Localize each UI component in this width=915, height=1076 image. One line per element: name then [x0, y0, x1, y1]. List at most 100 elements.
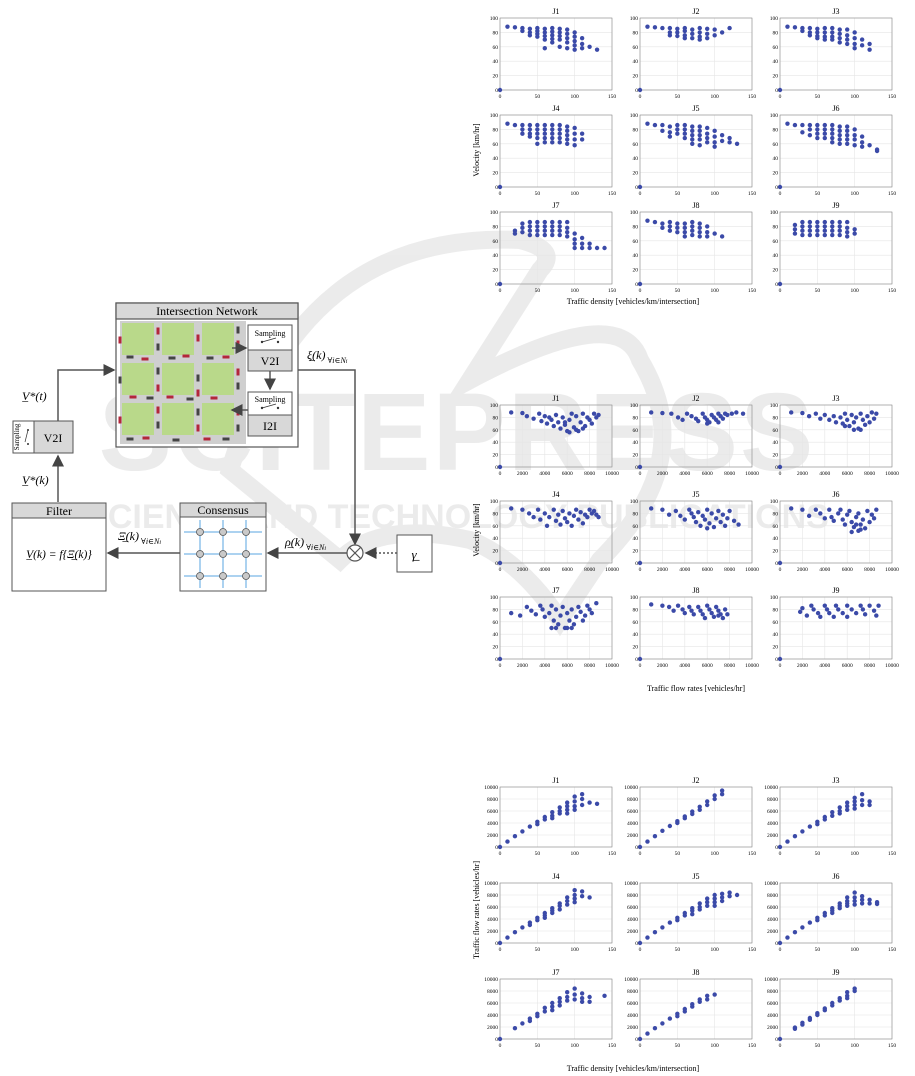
- consensus-node: [196, 572, 204, 580]
- data-point: [777, 940, 783, 946]
- data-point: [594, 601, 599, 606]
- x-tick-label: 0: [779, 288, 782, 294]
- y-tick-label: 60: [633, 620, 639, 626]
- x-tick-label: 0: [639, 947, 642, 953]
- y-tick-label: 2000: [627, 833, 638, 839]
- data-point: [667, 228, 673, 233]
- y-axis-label: Velocity [km/hr]: [472, 503, 481, 556]
- y-tick-label: 2000: [627, 929, 638, 935]
- data-point: [535, 232, 540, 238]
- y-tick-label: 0: [635, 1037, 638, 1043]
- data-point: [557, 999, 562, 1004]
- vehicle-icon: [141, 357, 149, 361]
- y-tick-label: 4000: [487, 1013, 498, 1019]
- vehicle-icon: [236, 368, 240, 376]
- data-point: [852, 132, 857, 138]
- data-point: [719, 30, 725, 35]
- x-tick-label: 2000: [657, 567, 668, 573]
- sampling-label-top: Sampling: [255, 329, 286, 338]
- y-tick-label: 0: [495, 657, 498, 663]
- y-tick-label: 100: [630, 499, 639, 505]
- data-point: [542, 131, 547, 136]
- data-point: [736, 522, 741, 527]
- data-point: [702, 517, 708, 522]
- panel-title: J4: [552, 872, 559, 881]
- data-point: [569, 523, 574, 528]
- data-point: [831, 614, 836, 620]
- data-point: [579, 235, 585, 241]
- x-tick-label: 150: [888, 1043, 897, 1049]
- data-point: [557, 30, 562, 35]
- data-point: [822, 219, 827, 225]
- data-point: [800, 130, 805, 135]
- x-tick-label: 50: [535, 851, 541, 857]
- y-tick-label: 80: [633, 607, 639, 613]
- x-tick-label: 50: [815, 947, 821, 953]
- data-point: [860, 607, 866, 612]
- data-point: [682, 225, 687, 231]
- data-point: [544, 523, 550, 528]
- data-point: [557, 131, 562, 136]
- data-point: [852, 137, 857, 142]
- data-point: [712, 796, 717, 802]
- data-point: [542, 30, 547, 35]
- x-tick-label: 6000: [842, 663, 853, 669]
- data-point: [660, 603, 665, 608]
- data-point: [822, 37, 827, 42]
- data-point: [822, 224, 827, 229]
- data-point: [573, 507, 579, 512]
- data-point: [858, 603, 863, 608]
- plot-frame: [499, 404, 613, 468]
- data-point: [637, 1036, 643, 1042]
- data-point: [565, 902, 570, 907]
- y-tick-label: 0: [495, 1037, 498, 1043]
- x-tick-label: 150: [608, 1043, 617, 1049]
- data-point: [565, 229, 570, 235]
- data-point: [557, 811, 562, 816]
- data-point: [707, 607, 712, 612]
- data-point: [852, 802, 857, 808]
- data-point: [535, 141, 540, 146]
- data-point: [652, 834, 658, 839]
- data-point: [550, 40, 555, 45]
- city-block: [162, 323, 194, 355]
- network-header: [115, 302, 299, 320]
- data-point: [800, 224, 805, 229]
- x-tick-label: 0: [779, 567, 782, 573]
- data-point: [797, 609, 803, 615]
- panel-title: J5: [692, 490, 699, 499]
- data-point: [553, 518, 559, 524]
- data-point: [847, 423, 852, 429]
- y-tick-label: 0: [635, 88, 638, 94]
- data-point: [867, 802, 872, 808]
- data-point: [851, 427, 857, 432]
- consensus-node: [196, 528, 204, 536]
- data-point: [720, 615, 726, 621]
- data-point: [682, 28, 687, 34]
- data-point: [667, 920, 673, 925]
- v2i-right-label: V2I: [261, 354, 280, 368]
- plot-frame: [499, 17, 613, 91]
- data-point: [862, 612, 868, 617]
- x-tick-label: 10000: [745, 567, 759, 573]
- data-point: [535, 135, 540, 141]
- data-point: [859, 798, 865, 803]
- data-point: [544, 421, 550, 426]
- y-tick-label: 0: [775, 185, 778, 191]
- data-point: [865, 413, 870, 419]
- data-point: [585, 603, 590, 608]
- y-tick-label: 4000: [767, 917, 778, 923]
- data-point: [777, 281, 783, 287]
- data-point: [580, 521, 586, 526]
- data-point: [637, 281, 643, 287]
- data-point: [565, 898, 570, 904]
- data-point: [497, 281, 503, 287]
- data-point: [845, 229, 850, 235]
- data-point: [572, 137, 577, 142]
- data-point: [697, 221, 702, 226]
- data-point: [815, 135, 820, 141]
- data-point: [807, 920, 813, 925]
